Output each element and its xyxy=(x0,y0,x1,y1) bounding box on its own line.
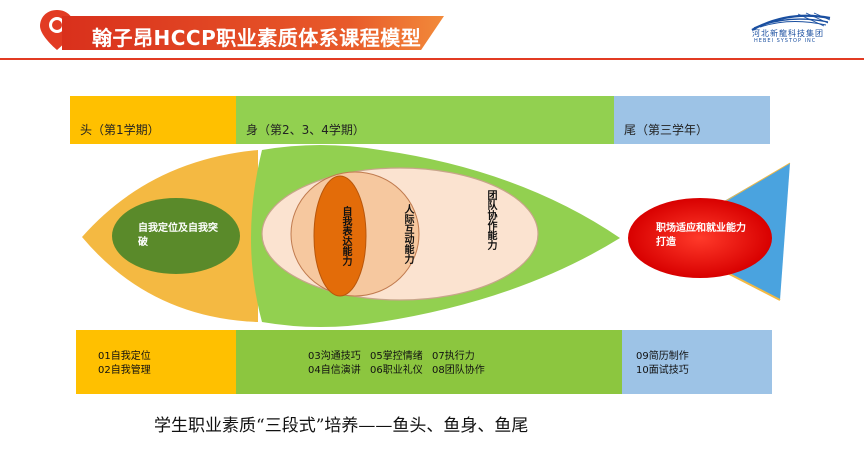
company-logo xyxy=(751,12,831,31)
diagram-caption: 学生职业素质“三段式”培养——鱼头、鱼身、鱼尾 xyxy=(154,416,529,436)
course-tail-bar: 09简历制作 10面试技巧 xyxy=(622,330,772,394)
course-item: 06职业礼仪 xyxy=(370,365,423,376)
inner-circle-text: 自我表达能力 xyxy=(340,206,351,266)
inner-ellipse xyxy=(313,175,367,297)
stage-head-label: 头（第1学期） xyxy=(80,123,160,137)
course-item: 10面试技巧 xyxy=(636,365,689,376)
title-banner xyxy=(62,16,444,50)
tail-circle-text: 职场适应和就业能力打造 xyxy=(656,223,746,248)
course-item: 07执行力 xyxy=(432,351,475,362)
logo-chinese-text: 河北新龍科技集团 xyxy=(752,29,824,38)
course-item: 03沟通技巧 xyxy=(308,351,361,362)
course-item: 01自我定位 xyxy=(98,351,151,362)
stage-tail-label: 尾（第三学年） xyxy=(624,123,709,137)
stage-head-bar: 头（第1学期） xyxy=(70,96,236,144)
stage-body-label: 身（第2、3、4学期） xyxy=(246,123,365,137)
header-divider xyxy=(0,58,864,60)
course-head-bar: 01自我定位 02自我管理 xyxy=(76,330,236,394)
course-item: 04自信演讲 xyxy=(308,365,361,376)
course-item: 02自我管理 xyxy=(98,365,151,376)
head-circle-text: 自我定位及自我突破 xyxy=(138,223,218,248)
course-item: 09简历制作 xyxy=(636,351,689,362)
course-item: 08团队协作 xyxy=(432,365,485,376)
stage-body-bar: 身（第2、3、4学期） xyxy=(236,96,614,144)
page-title: 翰子昂HCCP职业素质体系课程模型 xyxy=(92,26,422,50)
logo-english-text: HEBEI SYSTOP INC xyxy=(754,38,817,44)
head-circle xyxy=(112,198,240,274)
middle-circle-text: 人际互动能力 xyxy=(402,204,413,264)
stage-tail-bar: 尾（第三学年） xyxy=(614,96,770,144)
course-body-bar: 03沟通技巧 04自信演讲 05掌控情绪 06职业礼仪 07执行力 08团队协作 xyxy=(236,330,622,394)
tail-circle xyxy=(628,198,772,278)
course-item: 05掌控情绪 xyxy=(370,351,423,362)
outer-circle-text: 团队协作能力 xyxy=(485,190,496,250)
